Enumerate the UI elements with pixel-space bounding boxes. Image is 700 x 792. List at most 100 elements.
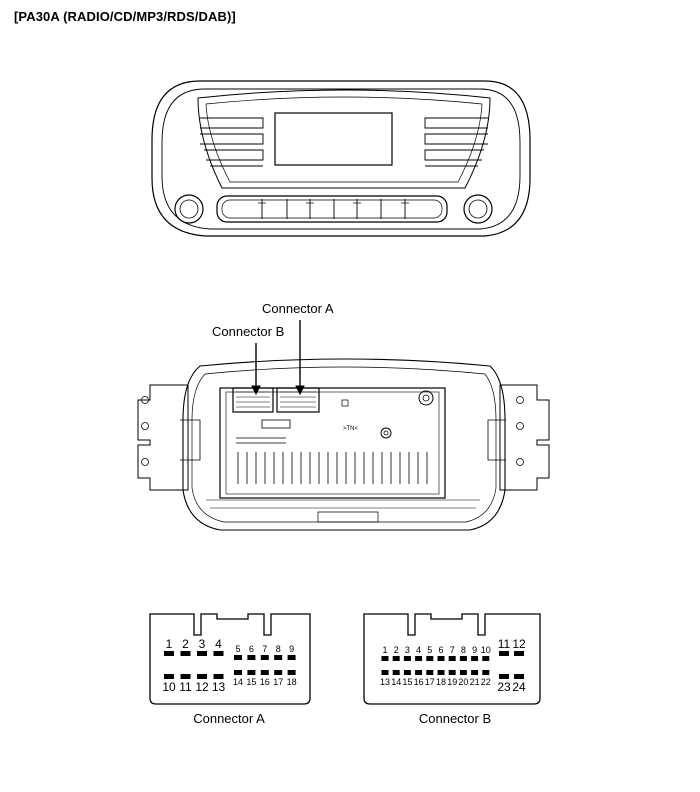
display-screen	[274, 112, 393, 166]
connector-b-pin-label: 4	[416, 645, 421, 655]
connector-b-pin-9	[471, 656, 479, 661]
antenna-jack	[418, 390, 434, 406]
connector-a-pin-label: 16	[260, 677, 270, 687]
connector-a-caption: Connector A	[193, 711, 265, 726]
connector-a-pin-label: 3	[199, 637, 206, 651]
connector-b-pin-1	[381, 656, 389, 661]
connector-a-callout: Connector A	[262, 301, 334, 316]
connector-a-pin-13	[213, 674, 224, 679]
connector-b-pin-7	[448, 656, 456, 661]
unit-marking: >TN<	[343, 426, 359, 432]
connector-a-pin-4	[213, 651, 224, 656]
connector-b-pin-label: 18	[436, 677, 446, 687]
connector-b-pin-24	[514, 674, 524, 679]
connector-b-pin-14	[392, 670, 400, 675]
connector-b-pin-label: 19	[447, 677, 457, 687]
connector-b-pin-21	[471, 670, 479, 675]
connector-a-pin-label: 13	[212, 680, 226, 694]
connector-a-pin-2	[180, 651, 191, 656]
connector-a-pin-label: 18	[287, 677, 297, 687]
connector-b-pin-16	[415, 670, 423, 675]
connector-b-pin-label: 11	[498, 637, 511, 651]
connector-a-pin-5	[234, 655, 242, 660]
connector-a-pin-1	[164, 651, 174, 656]
connector-b-pin-label: 12	[512, 637, 526, 651]
connector-b-pin-17	[426, 670, 434, 675]
connector-a-pin-label: 12	[195, 680, 209, 694]
connector-a-pin-17	[274, 670, 283, 675]
connector-a-pin-3	[197, 651, 207, 656]
head-unit-front-panel	[151, 80, 531, 237]
connector-b-pin-15	[403, 670, 411, 675]
connector-a-pin-label: 7	[262, 644, 267, 654]
connector-b-pin-label: 22	[481, 677, 491, 687]
connector-b-pin-label: 3	[405, 645, 410, 655]
connector-b-pin-label: 10	[481, 645, 491, 655]
connector-a-pin-18	[287, 670, 296, 675]
rear-connector-a	[276, 387, 320, 413]
connector-a-pin-7	[260, 655, 269, 660]
connector-a-pin-label: 14	[233, 677, 243, 687]
connector-b-pin-2	[392, 656, 400, 661]
connector-b-pin-label: 16	[414, 677, 424, 687]
connector-b-pin-8	[459, 656, 467, 661]
connector-a-pin-label: 6	[249, 644, 254, 654]
connector-b-pin-label: 9	[472, 645, 477, 655]
connector-a-pin-12	[197, 674, 207, 679]
connector-b-pin-label: 15	[402, 677, 412, 687]
connector-b-caption: Connector B	[419, 711, 491, 726]
connector-b-pin-20	[459, 670, 467, 675]
connector-b-pin-label: 5	[427, 645, 432, 655]
connector-a-pin-label: 8	[276, 644, 281, 654]
connector-a-pin-10	[164, 674, 174, 679]
connector-b-pin-3	[403, 656, 411, 661]
connector-a-pin-8	[274, 655, 283, 660]
connector-a-pin-label: 5	[235, 644, 240, 654]
connector-a-pin-11	[180, 674, 191, 679]
connector-b-pin-label: 14	[391, 677, 401, 687]
connector-a-pin-label: 15	[246, 677, 256, 687]
connector-b-pin-19	[448, 670, 456, 675]
connector-a-pins	[164, 651, 296, 679]
connector-b-pin-label: 23	[497, 680, 511, 694]
connector-b-pin-label: 24	[512, 680, 526, 694]
connector-a-pin-label: 4	[215, 637, 222, 651]
connector-a-pin-6	[247, 655, 256, 660]
connector-b-pin-label: 21	[470, 677, 480, 687]
connector-b-pin-6	[437, 656, 445, 661]
connector-a-pin-16	[260, 670, 269, 675]
connector-b-pin-label: 6	[438, 645, 443, 655]
rear-connector-b	[232, 387, 274, 413]
connector-b-pin-label: 20	[458, 677, 468, 687]
connector-a-pin-label: 9	[289, 644, 294, 654]
connector-a-pin-15	[247, 670, 256, 675]
connector-a-pin-label: 1	[166, 637, 173, 651]
volume-knob	[174, 194, 204, 224]
head-unit-rear-view: >TN<	[137, 358, 550, 531]
connector-b-pin-23	[499, 674, 509, 679]
connector-b-pin-label: 8	[461, 645, 466, 655]
connector-b-pin-label: 17	[425, 677, 435, 687]
connector-a-pin-label: 2	[182, 637, 189, 651]
connector-a-pin-14	[234, 670, 242, 675]
connector-b-pin-4	[415, 656, 423, 661]
preset-button-strip	[216, 195, 448, 223]
page-title: [PA30A (RADIO/CD/MP3/RDS/DAB)]	[14, 9, 236, 24]
connector-b-pin-13	[381, 670, 389, 675]
connector-b-pin-label: 2	[394, 645, 399, 655]
connector-a-pin-label: 10	[162, 680, 176, 694]
connector-b-pin-5	[426, 656, 434, 661]
connector-b-pins	[381, 651, 524, 679]
connector-a-pin-9	[287, 655, 296, 660]
connector-a-pin-label: 17	[273, 677, 283, 687]
connector-b-pin-label: 13	[380, 677, 390, 687]
connector-b-pin-18	[437, 670, 445, 675]
connector-b-pin-10	[482, 656, 490, 661]
connector-b-pin-12	[514, 651, 524, 656]
connector-b-pin-label: 1	[382, 645, 387, 655]
